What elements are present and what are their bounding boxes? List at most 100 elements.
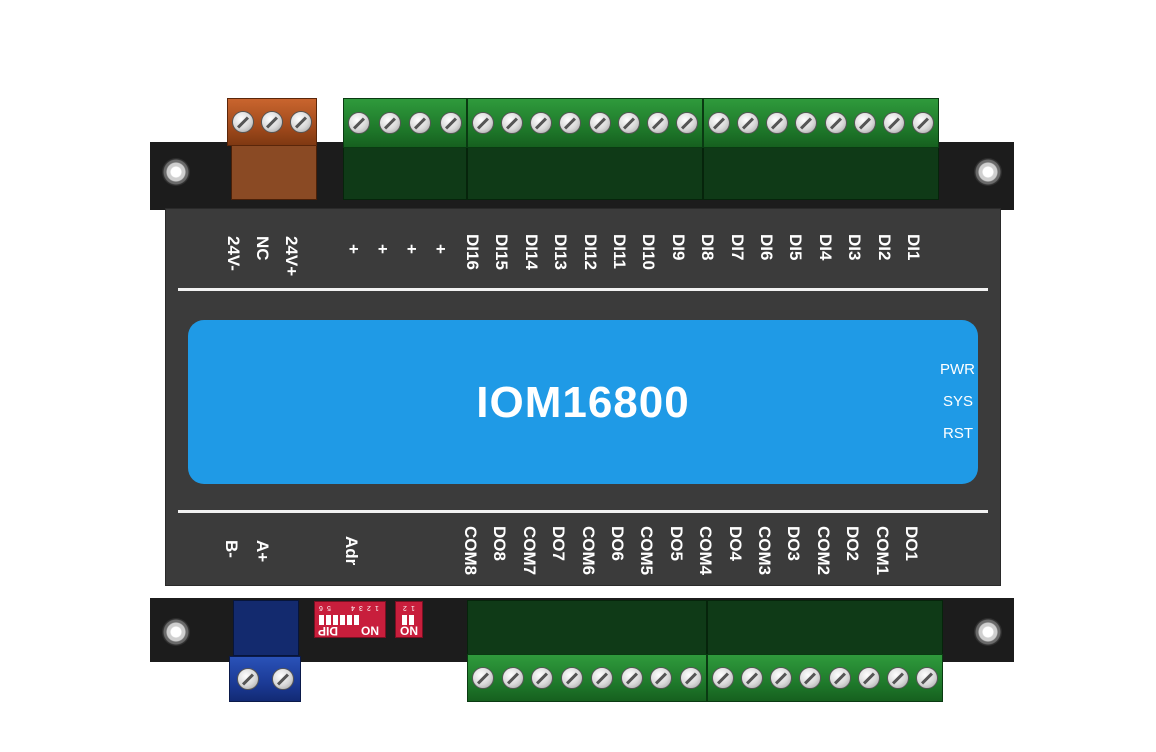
power-terminal-body (231, 140, 317, 200)
dip-main-num-6: 6 (319, 604, 323, 611)
do-low-terminal-block (707, 654, 943, 702)
label-do-15: DO1 (902, 526, 921, 561)
dip-main-label-right: ON (361, 624, 379, 638)
screw-terminal-icon (912, 112, 935, 134)
screw-terminal-icon (471, 112, 494, 134)
dip-small-label: ON (400, 624, 418, 638)
label-di-7: DI9 (668, 234, 688, 261)
label-di-8: DI8 (698, 234, 718, 261)
label-plus-3: + (431, 244, 450, 254)
screw-terminal-icon (799, 667, 822, 689)
mounting-hole-icon (162, 618, 190, 646)
screw-terminal-icon (620, 667, 643, 689)
label-do-1: DO8 (490, 526, 510, 561)
screw-terminal-icon (647, 112, 670, 134)
dip-switch-icon (401, 612, 415, 630)
screw-terminal-icon (795, 112, 818, 134)
screw-terminal-icon (853, 112, 876, 134)
screw-terminal-icon (650, 667, 673, 689)
screw-terminal-icon (736, 112, 759, 134)
dip-switch-icon (318, 612, 360, 630)
led-rst: RST (943, 425, 973, 442)
label-do-0: COM8 (461, 526, 480, 576)
label-power-2: 24V+ (282, 236, 301, 277)
screw-terminal-icon (916, 667, 939, 689)
label-power-0: 24V- (224, 236, 243, 271)
screw-terminal-icon (617, 112, 640, 134)
label-di-6: DI10 (639, 234, 659, 270)
led-pwr: PWR (940, 361, 975, 378)
bottom-divider (178, 510, 988, 513)
screw-terminal-icon (588, 112, 611, 134)
screw-terminal-icon (857, 667, 880, 689)
label-di-9: DI7 (727, 234, 747, 261)
dip-main-num-5: 5 (327, 604, 331, 611)
label-di-5: DI11 (610, 234, 629, 269)
label-do-11: DO3 (784, 526, 804, 561)
screw-terminal-icon (231, 111, 254, 133)
label-di-13: DI3 (845, 234, 865, 261)
screw-terminal-icon (530, 112, 553, 134)
dip-small-num-2: 2 (403, 604, 407, 611)
screw-terminal-icon (378, 112, 401, 134)
dip-switch-small[interactable]: 1 2 ON (395, 601, 423, 638)
screw-terminal-icon (271, 668, 294, 690)
display-panel: IOM16800 PWR SYS RST (188, 320, 978, 484)
dip-main-num-2: 2 (367, 604, 371, 611)
label-do-7: DO5 (666, 526, 686, 561)
screw-terminal-icon (707, 112, 730, 134)
dip-main-num-3: 3 (359, 604, 363, 611)
plus-terminal-block (343, 98, 467, 148)
label-plus-0: + (344, 244, 363, 254)
dip-main-num-1: 1 (375, 604, 379, 611)
screw-terminal-icon (559, 112, 582, 134)
do-low-terminal-body (707, 600, 943, 656)
screw-terminal-icon (348, 112, 371, 134)
label-do-3: DO7 (549, 526, 569, 561)
label-di-11: DI5 (786, 234, 806, 261)
label-di-0: DI16 (463, 234, 482, 270)
mounting-hole-icon (974, 158, 1002, 186)
label-do-14: COM1 (872, 526, 892, 576)
rs485-terminal-body (233, 600, 299, 656)
screw-terminal-icon (883, 112, 906, 134)
dip-main-label-left: DIP (318, 624, 339, 638)
do-high-terminal-body (467, 600, 707, 656)
screw-terminal-icon (828, 667, 851, 689)
rs485-terminal-block (229, 656, 301, 702)
label-plus-1: + (373, 244, 392, 254)
screw-terminal-icon (711, 667, 734, 689)
mounting-hole-icon (162, 158, 190, 186)
di-high-terminal-block (467, 98, 703, 148)
screw-terminal-icon (766, 112, 789, 134)
screw-terminal-icon (740, 667, 763, 689)
screw-terminal-icon (676, 112, 699, 134)
led-sys: SYS (943, 393, 974, 410)
label-do-4: COM6 (578, 526, 598, 576)
di-low-terminal-block (703, 98, 939, 148)
label-di-1: DI15 (492, 234, 512, 270)
label-di-14: DI2 (874, 234, 894, 261)
screw-terminal-icon (770, 667, 793, 689)
screw-terminal-icon (824, 112, 847, 134)
label-do-8: COM4 (696, 526, 716, 576)
label-adr-0: Adr (342, 536, 361, 566)
screw-terminal-icon (590, 667, 613, 689)
screw-terminal-icon (500, 112, 523, 134)
label-do-5: DO6 (608, 526, 627, 561)
di-low-terminal-body (703, 140, 939, 200)
label-di-2: DI14 (521, 234, 541, 270)
di-high-terminal-body (467, 140, 703, 200)
label-do-12: COM2 (813, 526, 833, 576)
dip-switch-main[interactable]: 1 2 3 4 5 6 DIP ON (314, 601, 386, 638)
screw-terminal-icon (409, 112, 432, 134)
label-di-4: DI12 (580, 234, 600, 270)
label-do-9: DO4 (725, 526, 745, 561)
label-do-10: COM3 (755, 526, 774, 576)
label-di-15: DI1 (904, 234, 923, 261)
screw-terminal-icon (236, 668, 259, 690)
label-do-6: COM5 (637, 526, 657, 576)
power-terminal-block (227, 98, 317, 146)
label-di-10: DI6 (757, 234, 776, 261)
label-plus-2: + (402, 244, 421, 254)
